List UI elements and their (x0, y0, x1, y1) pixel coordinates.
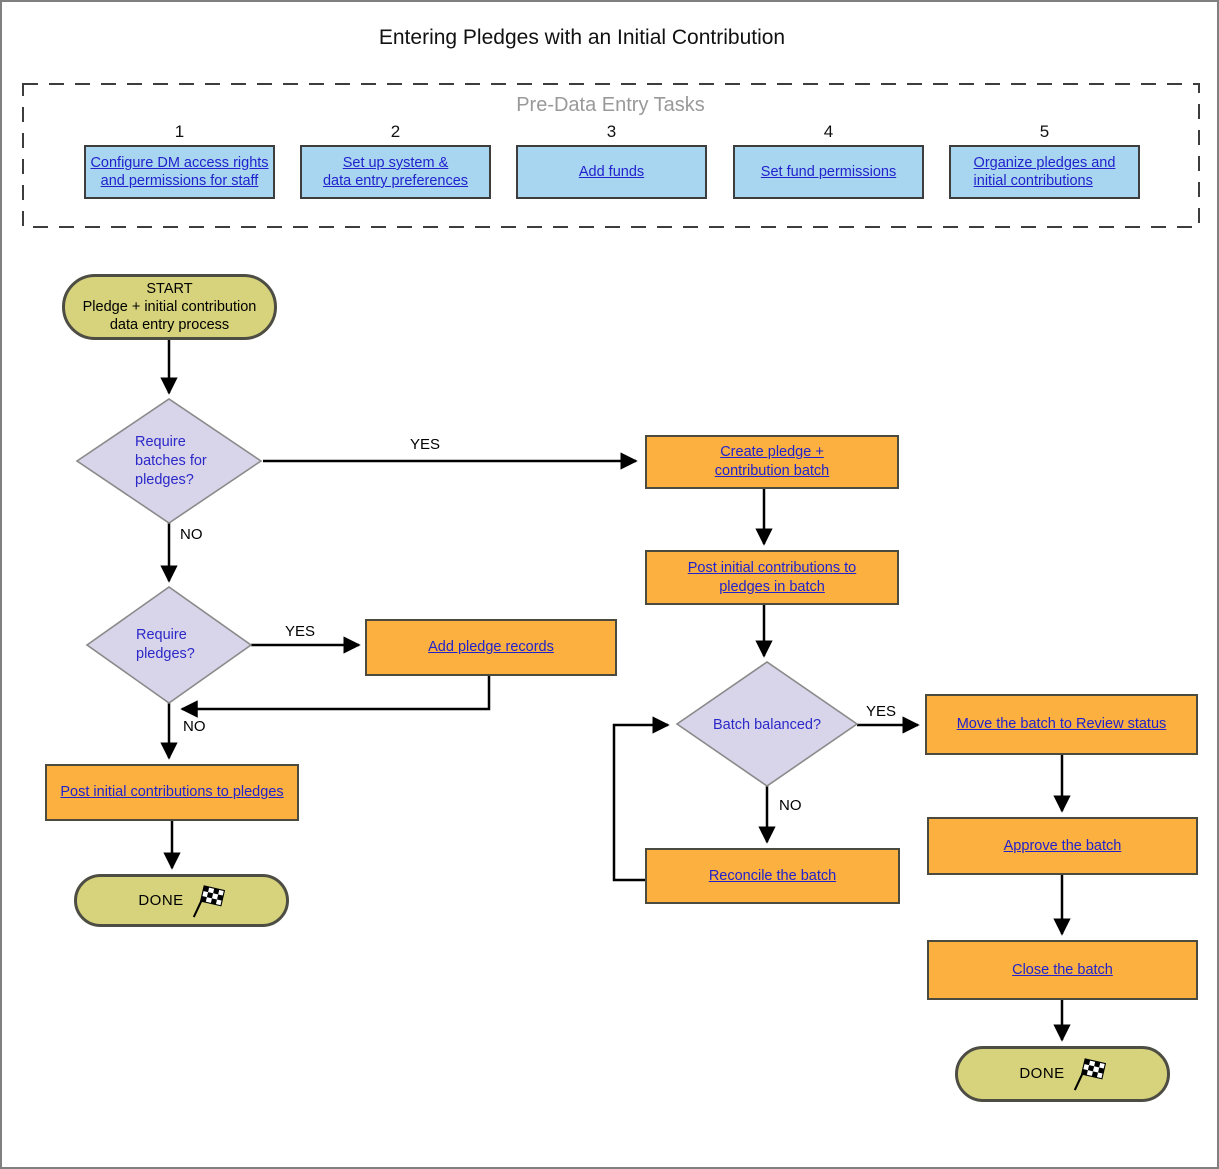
process-reconcile-batch: Reconcile the batch (645, 848, 900, 904)
pre-task-link[interactable]: Add funds (578, 164, 645, 180)
process-link[interactable]: Add pledge records (428, 639, 554, 655)
edge-label-yes-require-batches: YES (410, 436, 441, 453)
pre-task-box-setup-preferences: Set up system & data entry preferences (300, 145, 491, 199)
decision-batch-balanced-label: Batch balanced? (712, 717, 822, 733)
pre-tasks-title: Pre-Data Entry Tasks (516, 94, 705, 116)
edge-label-yes-batch-balanced: YES (866, 703, 897, 720)
edge-label-no-require-batches: NO (180, 526, 203, 543)
edge-label-no-batch-balanced: NO (779, 797, 802, 814)
process-close-batch: Close the batch (927, 940, 1198, 1000)
process-move-review: Move the batch to Review status (925, 694, 1198, 755)
pre-task-box-organize-pledges: Organize pledges and initial contributio… (949, 145, 1140, 199)
page-title: Entering Pledges with an Initial Contrib… (378, 26, 786, 49)
process-link[interactable]: Approve the batch (1003, 837, 1122, 854)
pre-task-link[interactable]: Set up system & data entry preferences (322, 155, 469, 189)
process-create-batch: Create pledge + contribution batch (645, 435, 899, 489)
pre-task-number-5: 5 (1039, 122, 1050, 141)
pre-task-box-configure-access: Configure DM access rights and permissio… (84, 145, 275, 199)
done-terminal-right: DONE (955, 1046, 1170, 1102)
process-post-batch: Post initial contributions to pledges in… (645, 550, 899, 605)
process-approve-batch: Approve the batch (927, 817, 1198, 875)
process-post-pledges: Post initial contributions to pledges (45, 764, 299, 821)
process-link[interactable]: Create pledge + contribution batch (714, 444, 830, 479)
process-link[interactable]: Move the batch to Review status (956, 716, 1167, 732)
done-label: DONE (138, 891, 184, 909)
checkered-flag-icon (1073, 1058, 1106, 1091)
edge-add-pledges-return (180, 676, 491, 718)
decision-require-pledges-label: Require pledges? (136, 627, 195, 662)
process-link[interactable]: Reconcile the batch (708, 867, 837, 884)
edge-label-no-require-pledges: NO (183, 718, 206, 735)
pre-task-link[interactable]: Configure DM access rights and permissio… (90, 155, 269, 189)
pre-task-number-1: 1 (174, 122, 185, 141)
start-terminal: START Pledge + initial contribution data… (62, 274, 277, 340)
pre-task-box-add-funds: Add funds (516, 145, 707, 199)
pre-task-number-3: 3 (606, 122, 617, 141)
pre-task-box-fund-permissions: Set fund permissions (733, 145, 924, 199)
pre-task-link[interactable]: Organize pledges and initial contributio… (973, 155, 1116, 189)
process-link[interactable]: Close the batch (1012, 961, 1113, 978)
done-label: DONE (1019, 1065, 1065, 1082)
edge-label-yes-require-pledges: YES (285, 623, 316, 640)
pre-task-link[interactable]: Set fund permissions (760, 164, 897, 180)
process-link[interactable]: Post initial contributions to pledges (60, 784, 284, 800)
pre-task-number-4: 4 (823, 122, 834, 141)
decision-require-batches-label: Require batches for pledges? (135, 434, 207, 488)
process-add-pledges: Add pledge records (365, 619, 617, 676)
checkered-flag-icon (192, 884, 225, 917)
process-link[interactable]: Post initial contributions to pledges in… (687, 559, 857, 595)
pre-task-number-2: 2 (390, 122, 401, 141)
done-terminal-left: DONE (74, 874, 289, 927)
